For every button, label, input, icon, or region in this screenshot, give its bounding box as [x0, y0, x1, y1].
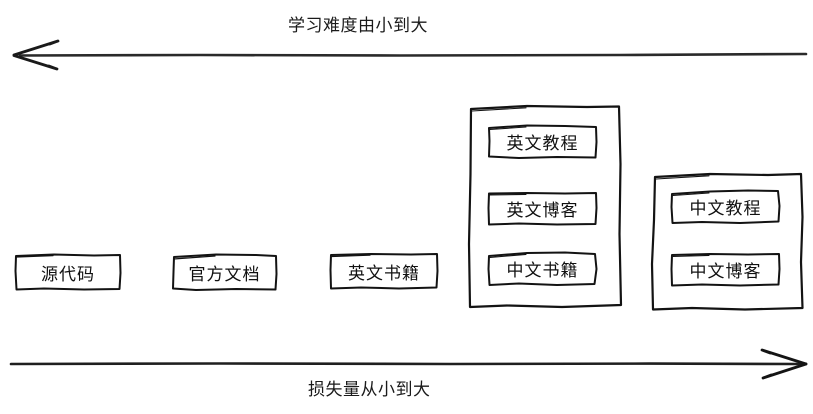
node-english-blog[interactable]: 英文博客	[487, 191, 598, 226]
top-axis-label: 学习难度由小到大	[288, 16, 428, 36]
node-source-code[interactable]: 源代码	[14, 253, 122, 291]
node-label: 源代码	[41, 264, 95, 285]
node-label: 官方文档	[188, 264, 261, 285]
node-label: 中文书籍	[506, 261, 579, 281]
node-chinese-tutorial[interactable]: 中文教程	[670, 189, 781, 224]
node-chinese-books[interactable]: 中文书籍	[487, 251, 598, 286]
bottom-axis-arrow-right	[9, 348, 808, 380]
node-chinese-blog[interactable]: 中文博客	[670, 252, 781, 287]
node-label: 中文博客	[689, 262, 762, 282]
node-english-tutorial[interactable]: 英文教程	[487, 124, 598, 159]
chinese-group-container[interactable]: 中文教程 中文博客	[650, 172, 804, 311]
node-label: 英文博客	[506, 201, 579, 221]
node-official-docs[interactable]: 官方文档	[171, 253, 278, 291]
node-label: 中文教程	[689, 199, 762, 219]
bottom-axis-label: 损失量从小到大	[308, 380, 431, 400]
english-group-container[interactable]: 英文教程 英文博客 中文书籍	[467, 104, 623, 309]
node-label: 英文教程	[506, 134, 579, 154]
node-label: 英文书籍	[348, 263, 420, 284]
top-axis-arrow-left	[12, 39, 808, 71]
node-english-books[interactable]: 英文书籍	[329, 252, 439, 290]
